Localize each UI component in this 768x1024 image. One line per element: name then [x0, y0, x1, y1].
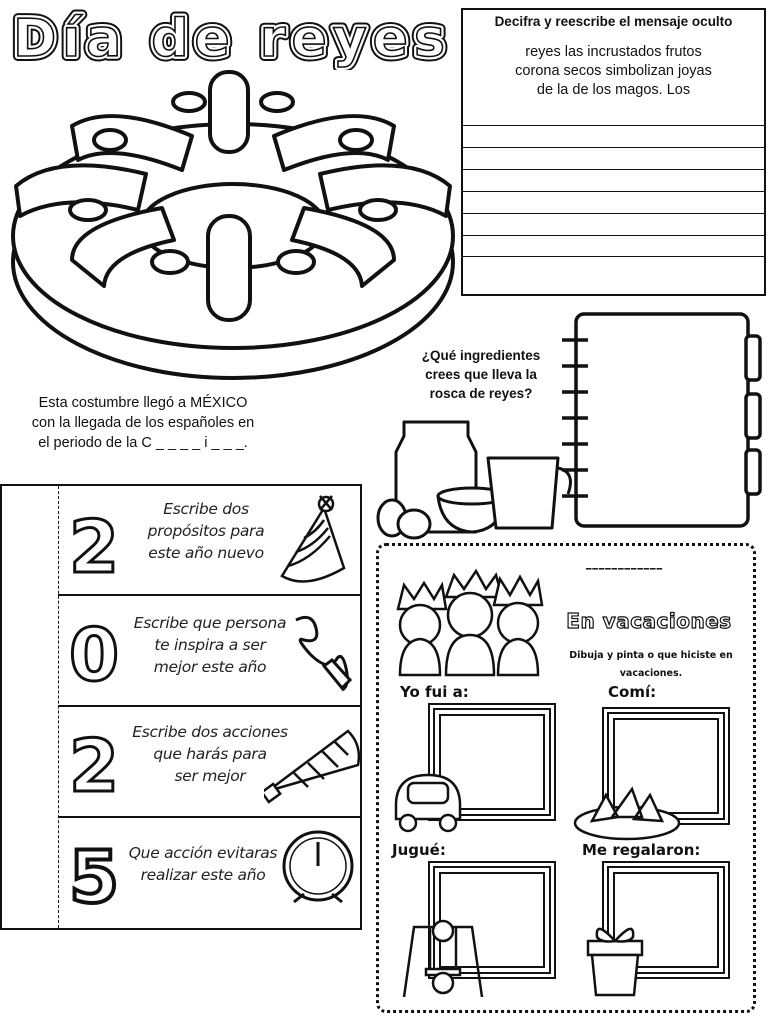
row-text-line: Que acción evitaras [128, 844, 278, 862]
row-divider [58, 705, 360, 707]
row-text-line: este año nuevo [148, 544, 264, 562]
avoid-row[interactable]: 5 Que acción evitaras realizar este año [58, 818, 360, 928]
title-main-text: Día de reyes [13, 9, 451, 69]
vacation-title: En vacaciones [566, 608, 732, 633]
hidden-message-box: Decifra y reescribe el mensaje oculto re… [461, 8, 766, 296]
hidden-message-text: reyes las incrustados frutos corona seco… [473, 43, 754, 100]
history-line-2: con la llegada de los españoles en [31, 415, 255, 431]
history-question: Esta costumbre llegó a MÉXICO con la lle… [4, 393, 282, 453]
title-outline-text: Día de reyes [13, 9, 451, 69]
party-hat-icon [280, 495, 346, 583]
notebook-illustration [560, 310, 765, 532]
new-year-2025-sheet: 2 Escribe dos propósitos para este año n… [0, 484, 362, 930]
ingredients-question: ¿Qué ingredientes crees que lleva la ros… [400, 346, 562, 403]
row-divider [58, 594, 360, 596]
answer-line[interactable] [463, 213, 764, 214]
dotted-border [376, 543, 756, 1013]
row-text-line: realizar este año [140, 866, 266, 884]
egg-icon [396, 508, 432, 540]
clock-icon [282, 830, 354, 904]
party-horn-icon [264, 729, 361, 804]
row-text-line: mejor este año [153, 658, 267, 676]
car-icon [394, 773, 462, 833]
digit-2: 2 [67, 723, 120, 801]
decorative-dashes: ━━━━━━━━━━━━ [586, 565, 664, 575]
answer-line[interactable] [463, 147, 764, 148]
answer-line[interactable] [463, 235, 764, 236]
rosca-de-reyes-illustration [6, 66, 460, 384]
fold-line [58, 486, 59, 928]
actions-text: Escribe dos acciones que harás para ser … [126, 721, 294, 787]
hidden-message-line-2: corona secos simbolizan joyas [515, 63, 712, 79]
label-fui: Yo fui a: [400, 683, 469, 701]
digit-2: 2 [67, 504, 120, 582]
svg-text:2: 2 [69, 505, 119, 582]
answer-line[interactable] [463, 169, 764, 170]
row-text-line: ser mejor [174, 767, 246, 785]
answer-line[interactable] [463, 191, 764, 192]
row-divider [58, 816, 360, 818]
row-text-line: Escribe dos [163, 500, 249, 518]
inspiration-row[interactable]: 0 Escribe que persona te inspira a ser m… [58, 596, 360, 706]
ingredients-line-1: ¿Qué ingredientes [421, 348, 541, 363]
avoid-text: Que acción evitaras realizar este año [126, 842, 280, 886]
subtitle-line: vacaciones. [619, 668, 683, 679]
ingredients-line-2: crees que lleva la [425, 367, 537, 382]
title-bubble-letters: Día de reyes Día de reyes Día de reyes [8, 4, 451, 74]
vacation-subtitle: Dibuja y pinta o que hiciste en vacacion… [558, 647, 744, 683]
label-comi: Comí: [608, 683, 657, 701]
hidden-message-line-3: de la de los magos. Los [536, 82, 691, 98]
goals-row[interactable]: 2 Escribe dos propósitos para este año n… [58, 486, 360, 596]
row-text-line: propósitos para [147, 522, 265, 540]
actions-row[interactable]: 2 Escribe dos acciones que harás para se… [58, 707, 361, 817]
history-line-1: Esta costumbre llegó a MÉXICO [38, 395, 248, 411]
goals-text: Escribe dos propósitos para este año nue… [126, 498, 286, 564]
hidden-message-heading: Decifra y reescribe el mensaje oculto [494, 14, 733, 29]
ingredients-illustration [376, 412, 576, 542]
confetti-streamer-icon [295, 615, 353, 692]
answer-line[interactable] [463, 125, 764, 126]
row-text-line: que harás para [153, 745, 267, 763]
svg-text:5: 5 [69, 835, 119, 912]
vacation-worksheet: ━━━━━━━━━━━━ En vacaciones Dibuja y pint… [376, 543, 756, 1013]
svg-text:0: 0 [69, 613, 119, 690]
drawing-frame-jugue[interactable] [428, 861, 556, 979]
history-line-3: el periodo de la C _ _ _ _ i _ _ _. [38, 435, 248, 451]
answer-line[interactable] [463, 256, 764, 257]
label-jugue: Jugué: [392, 841, 446, 859]
row-text-line: Escribe dos acciones [132, 723, 288, 741]
hidden-message-line-1: reyes las incrustados frutos [525, 44, 702, 60]
nachos-plate-icon [573, 786, 681, 841]
digit-5: 5 [67, 834, 121, 912]
title-inner-text: Día de reyes [13, 9, 451, 69]
label-regalaron: Me regalaron: [582, 841, 701, 859]
digit-0: 0 [67, 612, 120, 690]
row-text-line: Escribe que persona [133, 614, 287, 632]
gift-box-icon [586, 927, 644, 997]
three-kings-illustration [396, 568, 544, 677]
page-title: Día de reyes Día de reyes Día de reyes [4, 4, 460, 74]
measuring-cup-icon [486, 456, 560, 530]
svg-text:2: 2 [69, 724, 119, 801]
row-text-line: te inspira a ser [154, 636, 266, 654]
inspiration-text: Escribe que persona te inspira a ser mej… [126, 612, 294, 678]
ingredients-line-3: rosca de reyes? [429, 386, 533, 401]
subtitle-line: Dibuja y pinta o que hiciste en [569, 650, 733, 661]
swing-icon [402, 919, 484, 998]
